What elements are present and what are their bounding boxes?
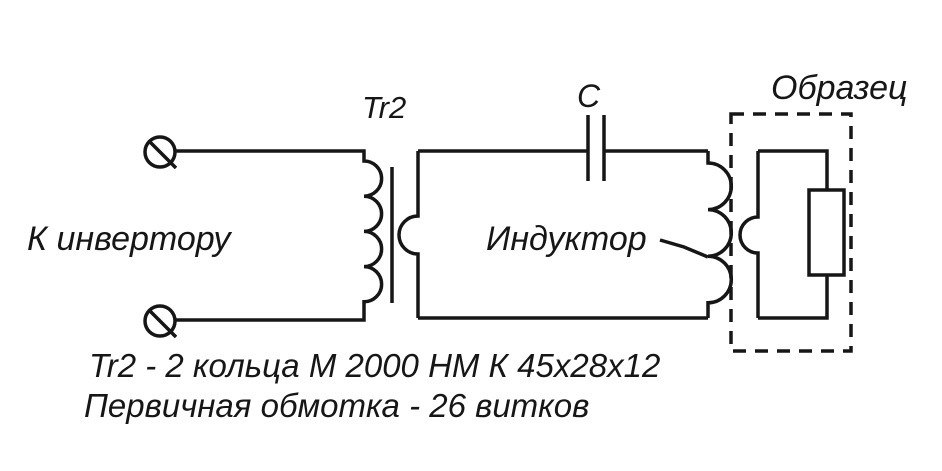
sample-loop-top [758,149,829,190]
inductor-label: Индуктор [486,220,647,258]
inductor-coil [706,151,733,318]
sample-boundary-box [729,112,853,353]
note-transformer-core: Tr2 - 2 кольца М 2000 НМ К 45х28х12 [89,347,661,384]
inductor-leader-line [659,238,709,259]
capacitor-symbol [586,115,606,181]
secondary-winding [397,151,420,318]
sample-coupling-loop [738,151,760,318]
sample-resistor [807,188,846,277]
sample-loop-bottom [758,275,829,320]
terminal-lower-icon [143,304,178,339]
to-inverter-label: К инвертору [27,220,231,258]
transformer-label: Tr2 [362,90,407,125]
primary-winding [175,149,384,322]
terminal-upper-icon [143,135,178,170]
note-primary-turns: Первичная обмотка - 26 витков [84,387,590,424]
capacitor-label: C [577,78,601,114]
sample-label: Образец [771,69,908,107]
